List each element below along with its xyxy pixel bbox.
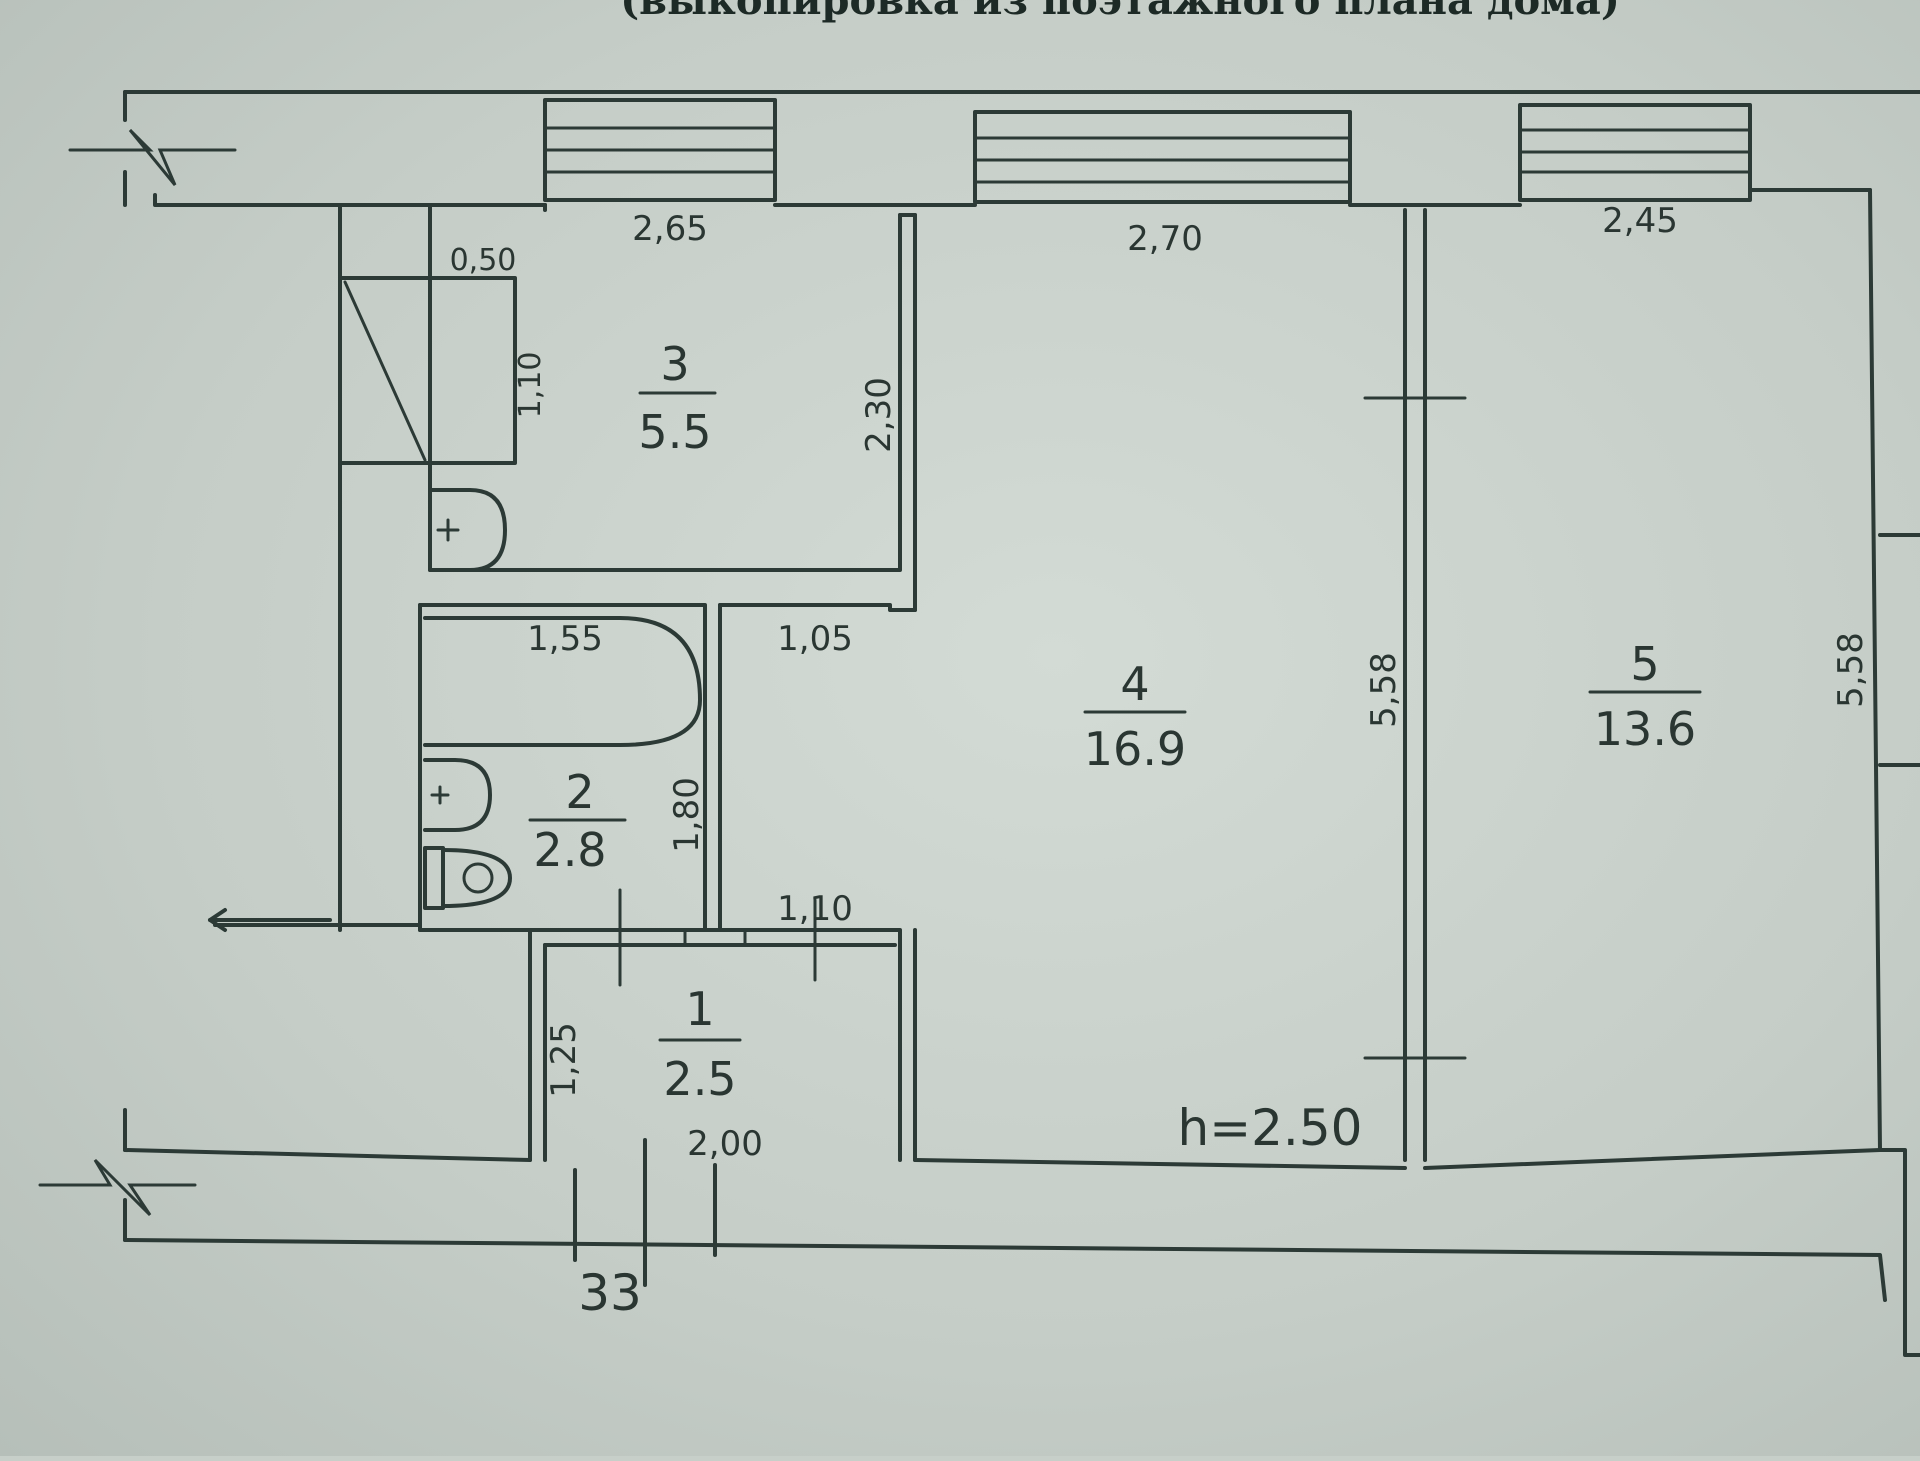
room-4-area: 16.9	[1084, 722, 1186, 776]
room-4-number: 4	[1120, 657, 1149, 711]
room-3-area: 5.5	[638, 405, 711, 459]
plan-header: (выкопировка из поэтажного плана дома)	[620, 0, 1620, 24]
room-1-label: 1 2.5	[658, 982, 742, 1106]
kitchen-sink	[428, 488, 507, 572]
room-2-area: 2.8	[533, 823, 606, 877]
window-room4	[973, 110, 1352, 204]
dim-hall-width: 1,10	[777, 889, 853, 929]
room-1-number: 1	[685, 982, 714, 1036]
break-symbol-bottom	[38, 1158, 197, 1217]
room-2-walls	[418, 603, 917, 932]
room-3-label: 3 5.5	[638, 337, 717, 459]
ceiling-height: h=2.50	[1178, 1099, 1363, 1157]
room-4-label: 4 16.9	[1083, 657, 1187, 776]
top-inner-wall	[433, 188, 1882, 1152]
partition-4-5	[1363, 208, 1467, 1162]
stove	[338, 276, 517, 465]
hall-walls	[213, 888, 917, 1162]
dim-top-room4: 2,70	[1127, 219, 1203, 259]
toilet	[423, 846, 512, 910]
room-5-area: 13.6	[1594, 702, 1696, 756]
bathroom-sink	[423, 758, 492, 832]
dim-top-kitchen: 2,65	[632, 209, 708, 249]
dim-bath-height: 1,80	[667, 777, 707, 853]
dim-stove-width: 0,50	[450, 243, 517, 278]
right-wall-notch	[1878, 533, 1920, 1357]
room-1-area: 2.5	[663, 1052, 736, 1106]
room-2-label: 2 2.8	[528, 765, 627, 877]
room-5-number: 5	[1630, 637, 1659, 691]
dim-hall-height: 1,25	[544, 1022, 584, 1098]
room-3-walls	[428, 203, 917, 612]
window-kitchen	[543, 98, 777, 202]
dim-room4-height: 5,58	[1364, 652, 1404, 728]
bottom-exterior-wall	[123, 1108, 1887, 1302]
dim-room5-height: 5,58	[1831, 632, 1871, 708]
wall-thickness: 33	[578, 1264, 642, 1322]
dim-top-room5: 2,45	[1602, 201, 1678, 241]
window-room5	[1518, 103, 1752, 202]
break-symbol-top	[68, 128, 237, 186]
bathtub	[423, 616, 702, 747]
dim-corridor-width: 1,05	[777, 619, 853, 659]
dim-kitchen-height: 2,30	[859, 377, 899, 453]
room-5-label: 5 13.6	[1588, 637, 1702, 756]
dim-bath-width: 1,55	[527, 619, 603, 659]
entry-arrow	[208, 908, 332, 932]
dim-entry-width: 2,00	[687, 1124, 763, 1164]
room-3-number: 3	[660, 337, 689, 391]
dim-stove-depth: 1,10	[513, 352, 548, 419]
room-2-number: 2	[565, 765, 594, 819]
